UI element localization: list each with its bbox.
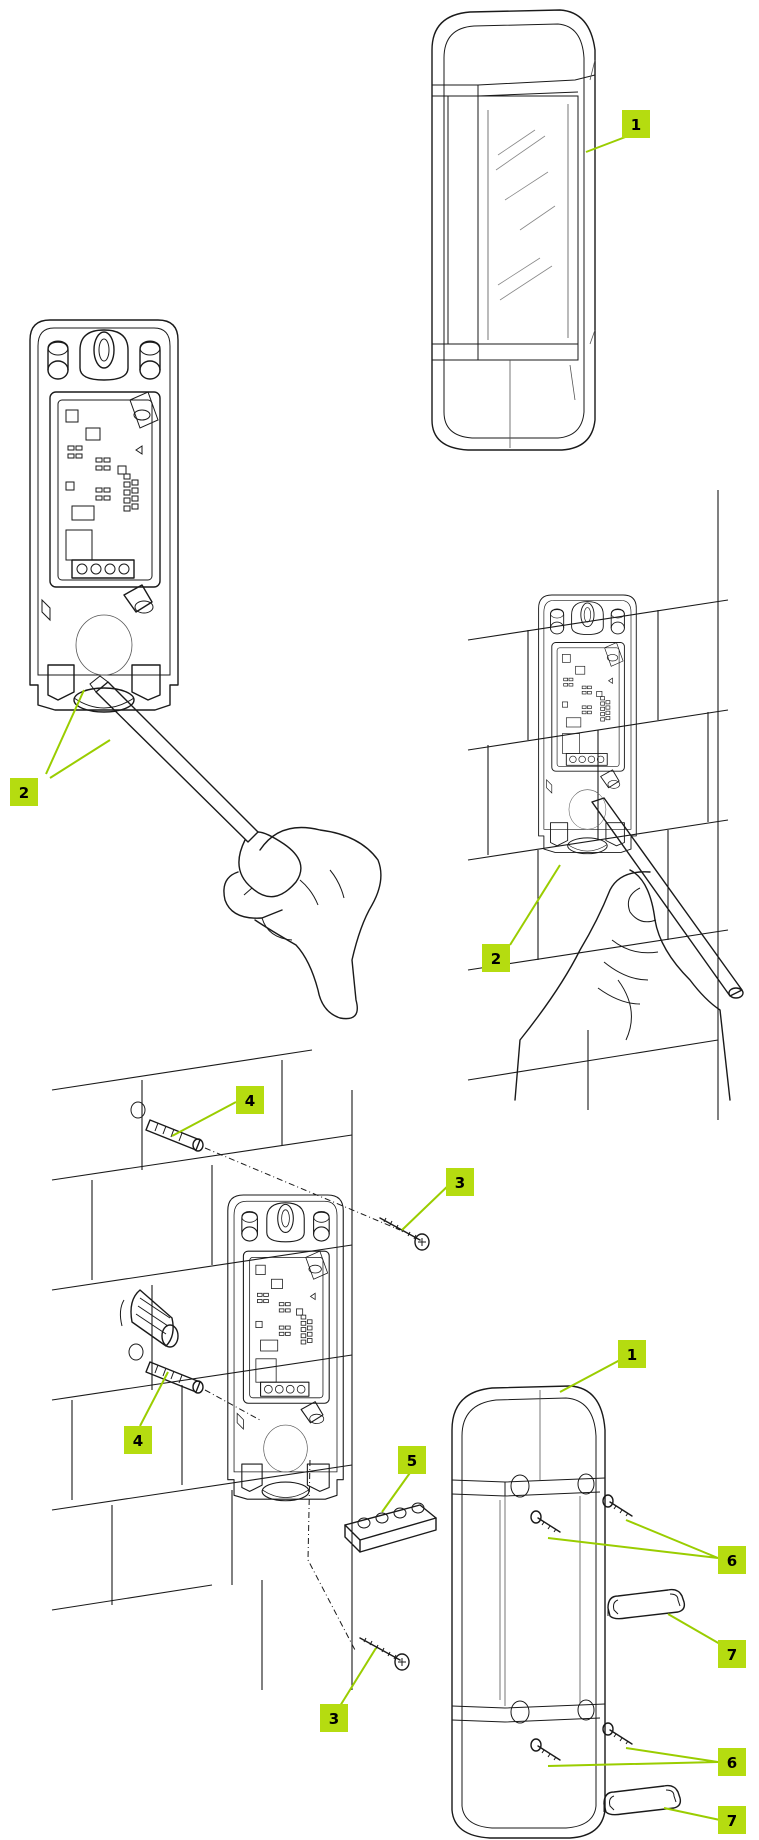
wall-bottom (51, 1049, 353, 1690)
screwdriver-right (591, 797, 744, 999)
cover-bottom (451, 1385, 606, 1839)
svg-text:5: 5 (407, 1452, 417, 1470)
svg-text:2: 2 (491, 950, 501, 968)
svg-text:4: 4 (245, 1092, 255, 1110)
dash-lines (204, 1147, 401, 1651)
cover-top (431, 9, 596, 451)
callout-2-right: 2 (482, 864, 561, 972)
callout-3-lower: 3 (320, 1647, 377, 1732)
svg-text:6: 6 (727, 1552, 737, 1570)
callout-7-lower: 7 (663, 1806, 746, 1834)
base-unit-bottom (228, 1195, 343, 1501)
svg-text:3: 3 (455, 1174, 465, 1192)
hand-right (514, 869, 731, 1101)
screwdriver-left (89, 675, 302, 898)
svg-text:7: 7 (727, 1646, 737, 1664)
wall-right (467, 490, 729, 1120)
svg-text:1: 1 (627, 1346, 637, 1364)
terminal-block (344, 1502, 437, 1553)
cover-screw-upper-left (530, 1510, 561, 1533)
callout-6-upper: 6 (547, 1519, 746, 1574)
handle-lower (603, 1784, 682, 1816)
cover-screw-lower-left (530, 1738, 561, 1761)
svg-text:2: 2 (19, 784, 29, 802)
handle-upper (607, 1588, 686, 1620)
svg-text:4: 4 (133, 1432, 143, 1450)
base-unit-right (539, 595, 637, 854)
svg-text:7: 7 (727, 1812, 737, 1830)
callout-2-left: 2 (10, 689, 111, 806)
callout-5: 5 (381, 1446, 426, 1513)
screw-upper (379, 1217, 430, 1251)
svg-text:6: 6 (727, 1754, 737, 1772)
hand-left (223, 826, 382, 1020)
cable-gland (119, 1289, 179, 1348)
anchor-lower (145, 1361, 204, 1394)
callout-4-lower: 4 (124, 1371, 169, 1454)
callout-6-lower: 6 (547, 1747, 746, 1776)
callout-4-top: 4 (171, 1086, 264, 1137)
base-unit-left (30, 320, 178, 712)
screw-lower (359, 1637, 410, 1671)
svg-text:1: 1 (631, 116, 641, 134)
cover-screw-upper-right (602, 1494, 633, 1517)
wall-holes (128, 1101, 146, 1361)
callout-1-top: 1 (585, 110, 650, 153)
svg-text:3: 3 (329, 1710, 339, 1728)
callout-1-lower: 1 (559, 1340, 646, 1393)
callout-7-upper: 7 (667, 1613, 746, 1668)
callout-3-upper: 3 (401, 1168, 474, 1231)
cover-screw-lower-right (602, 1722, 633, 1745)
